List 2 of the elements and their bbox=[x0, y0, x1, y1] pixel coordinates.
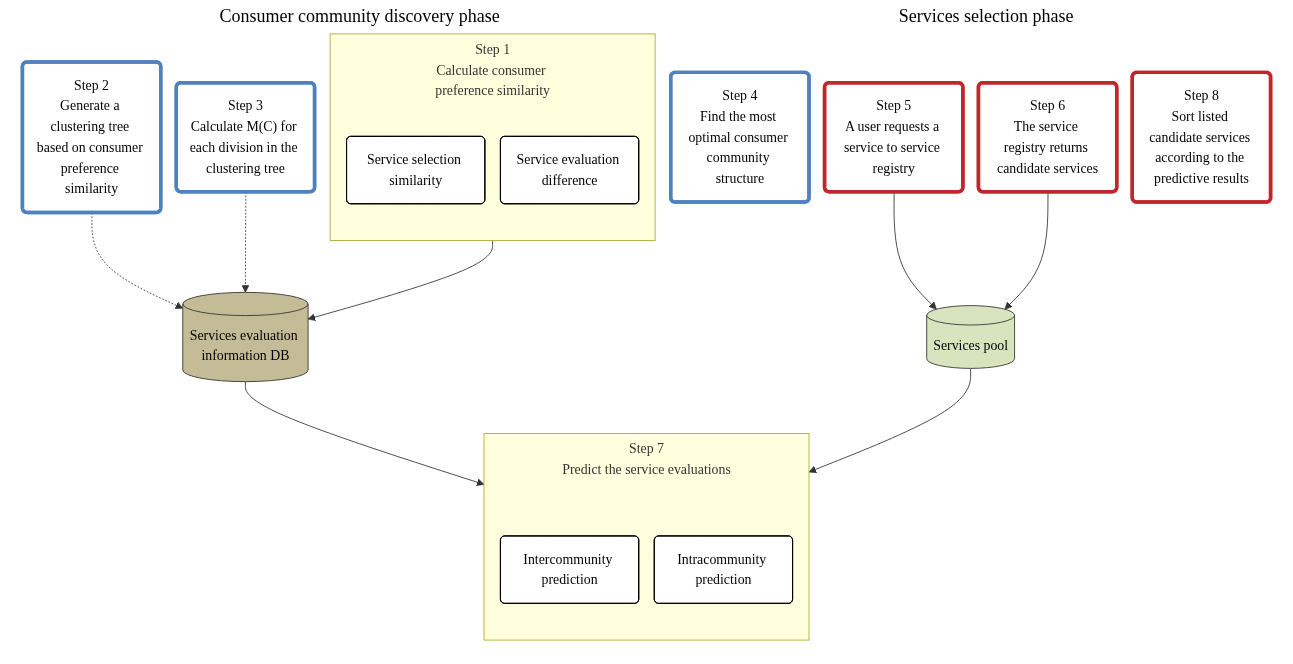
phase-heading: Services selection phase bbox=[897, 6, 1075, 27]
phase-heading: Consumer community discovery phase bbox=[218, 6, 501, 27]
